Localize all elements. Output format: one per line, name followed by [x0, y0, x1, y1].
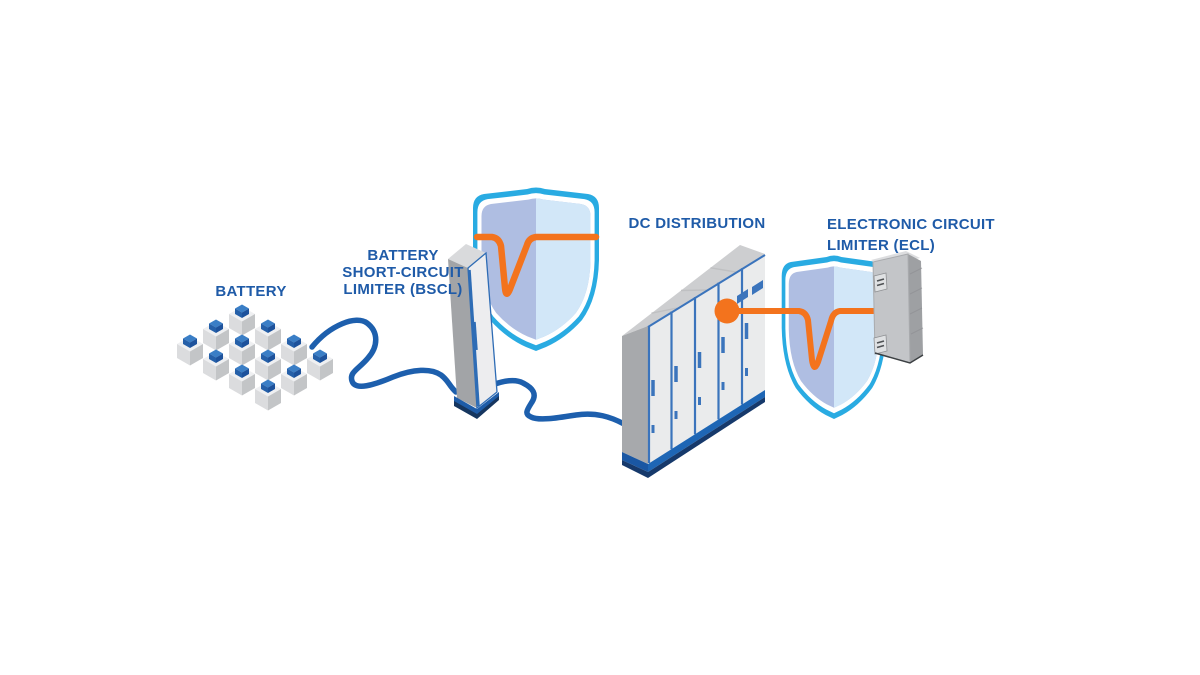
battery-cell-face	[190, 344, 203, 366]
battery-cell-face	[242, 338, 249, 348]
ecl-label-plate	[873, 334, 888, 355]
battery-cell-face	[209, 323, 216, 333]
battery-cell-face	[242, 374, 255, 396]
battery-cell-face	[190, 338, 197, 348]
battery-cell-face	[255, 359, 268, 381]
battery-cell-face	[281, 374, 294, 396]
battery-cell-face	[242, 314, 255, 336]
battery-cell-face	[294, 374, 307, 396]
svg-text:LIMITER (BSCL): LIMITER (BSCL)	[343, 281, 462, 298]
battery-cell-face	[242, 368, 249, 378]
dc-indicator-badge	[752, 280, 763, 295]
battery-cell-face	[242, 308, 249, 318]
battery-cell-face	[294, 368, 301, 378]
ecl-label-plate	[873, 272, 888, 293]
ecl-current-limit-connector	[714, 298, 877, 370]
battery-cell-face	[294, 338, 301, 348]
battery-cell-face	[294, 344, 307, 366]
battery-cell-face	[216, 359, 229, 381]
battery-cell-face	[235, 338, 242, 348]
ecl-device-box	[871, 251, 924, 364]
dc-distribution-label: DC DISTRIBUTION	[629, 215, 766, 232]
svg-text:ELECTRONIC CIRCUIT: ELECTRONIC CIRCUIT	[827, 216, 995, 233]
bscl-current-limit-curve	[473, 233, 600, 297]
dc-distribution-cabinet	[622, 245, 766, 478]
battery-cell-face	[235, 308, 242, 318]
svg-text:LIMITER (ECL): LIMITER (ECL)	[827, 237, 935, 254]
dc-feeder-dot	[714, 298, 740, 324]
battery-cell-face	[177, 344, 190, 366]
battery-cell-face	[229, 314, 242, 336]
svg-text:BATTERY: BATTERY	[367, 247, 438, 264]
battery-cell-face	[320, 353, 327, 363]
ecl-label: ELECTRONIC CIRCUIT LIMITER (ECL)	[827, 216, 995, 254]
battery-cell-face	[229, 344, 242, 366]
battery-cell-face	[216, 329, 229, 351]
battery-cell-face	[255, 389, 268, 411]
battery-cell-face	[229, 374, 242, 396]
battery-cell-face	[203, 329, 216, 351]
battery-cell-face	[268, 383, 275, 393]
bscl-label: BATTERY SHORT-CIRCUIT LIMITER (BSCL)	[342, 247, 463, 298]
wire-bscl-to-dc	[487, 377, 631, 430]
battery-cell-face	[268, 389, 281, 411]
battery-label: BATTERY	[215, 283, 286, 300]
battery-cell-face	[261, 383, 268, 393]
battery-cell-face	[268, 353, 275, 363]
battery-cell-face	[255, 329, 268, 351]
battery-cell-face	[320, 359, 333, 381]
bscl-cabinet	[448, 244, 499, 419]
battery-cell-face	[203, 359, 216, 381]
battery-cell-face	[268, 359, 281, 381]
battery-cell-face	[183, 338, 190, 348]
dc-indicator-badge	[737, 289, 748, 304]
battery-cell-face	[281, 344, 294, 366]
battery-cell-face	[242, 344, 255, 366]
battery-cell-face	[307, 359, 320, 381]
battery-cell-face	[261, 323, 268, 333]
battery-cell-face	[209, 353, 216, 363]
battery-cell-face	[313, 353, 320, 363]
battery-cell-face	[287, 368, 294, 378]
battery-cell-face	[235, 368, 242, 378]
battery-pack	[177, 304, 333, 411]
wire-battery-to-bscl	[309, 317, 459, 395]
battery-cell-face	[216, 353, 223, 363]
ecl-shield-icon	[781, 255, 887, 419]
svg-text:SHORT-CIRCUIT: SHORT-CIRCUIT	[342, 264, 463, 281]
battery-cell-face	[216, 323, 223, 333]
battery-cell-face	[268, 329, 281, 351]
battery-cell-face	[268, 323, 275, 333]
battery-cell-face	[287, 338, 294, 348]
battery-cell-face	[261, 353, 268, 363]
